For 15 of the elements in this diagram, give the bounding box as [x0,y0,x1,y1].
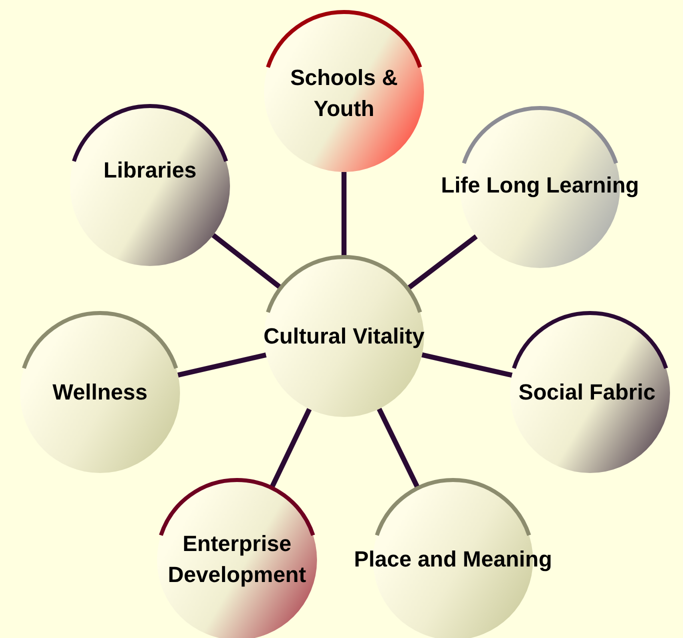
connector-line [421,352,513,378]
connector-line [212,233,282,290]
node-label: Wellness [52,378,148,407]
node-label: Enterprise Development [166,530,308,589]
connector-line [406,234,478,291]
node-label: Life Long Learning [440,172,640,200]
node-label: Place and Meaning [352,546,554,574]
node-label: Cultural Vitality [262,322,426,351]
node-label: Libraries [102,156,198,185]
connector-line [342,172,346,257]
connector-line [177,352,267,378]
connector-line [376,408,420,490]
connector-line [269,408,312,489]
node-label: Schools & Youth [289,64,399,123]
node-label: Social Fabric [518,378,656,407]
